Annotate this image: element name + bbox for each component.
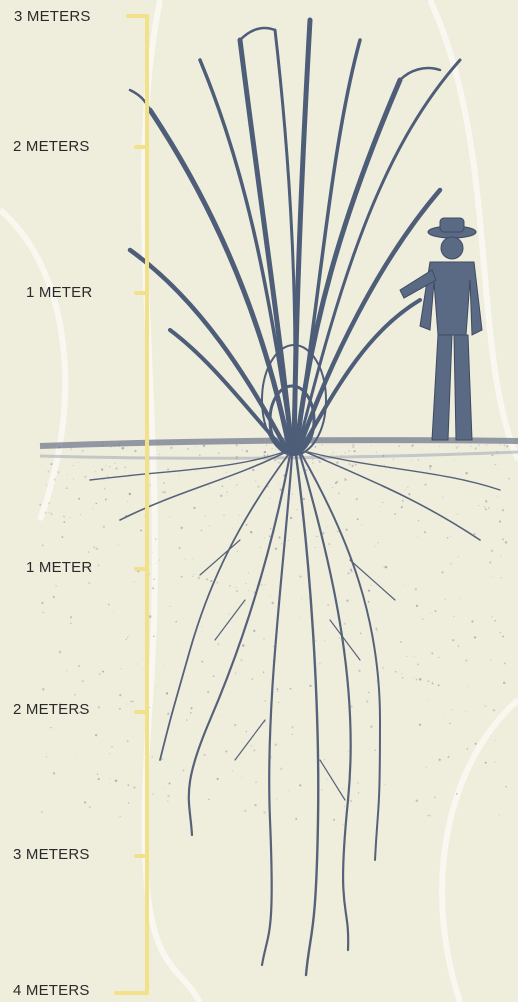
- scale-label-1m-above: 1 METER: [26, 284, 92, 302]
- scale-label-2m-above: 2 METERS: [13, 138, 90, 156]
- scale-label-3m-above: 3 METERS: [14, 8, 91, 26]
- scale-label-1m-below: 1 METER: [26, 559, 92, 577]
- scale-label-3m-below: 3 METERS: [13, 846, 90, 864]
- scale-label-2m-below: 2 METERS: [13, 701, 90, 719]
- farmer-figure: [400, 218, 482, 440]
- soil-texture: [39, 444, 510, 825]
- grass-plant: [130, 20, 460, 455]
- scale-label-4m-below: 4 METERS: [13, 982, 90, 1000]
